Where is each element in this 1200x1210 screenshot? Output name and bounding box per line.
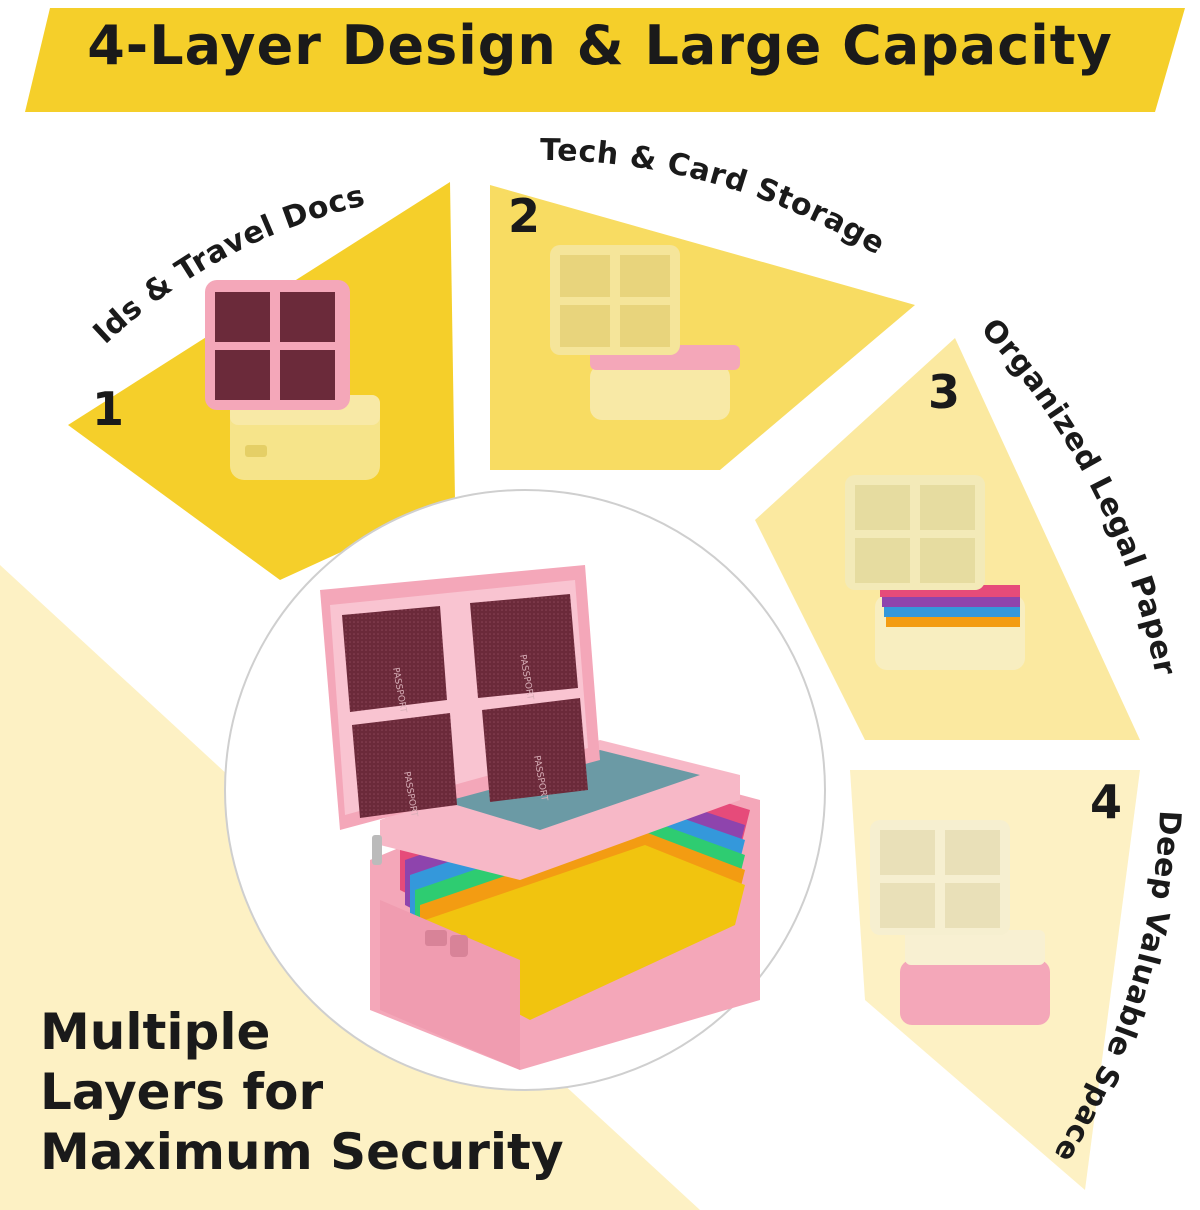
headline: 4-Layer Design & Large Capacity — [87, 14, 1113, 77]
tagline-line-3: Maximum Security — [40, 1123, 564, 1181]
tagline: Multiple Layers for Maximum Security — [40, 1002, 564, 1182]
headline-banner — [25, 8, 1185, 112]
layer-number-2: 2 — [508, 189, 540, 243]
case-thumbnail-2 — [550, 245, 740, 420]
layer-number-4: 4 — [1090, 775, 1122, 829]
case-thumbnail-3 — [845, 475, 1025, 670]
layer-number-1: 1 — [92, 382, 124, 436]
layer-number-3: 3 — [928, 365, 960, 419]
main-case-illustration: PASSPORT PASSPORT PASSPORT PASSPORT — [320, 565, 760, 1070]
case-thumbnail-4 — [870, 820, 1050, 1025]
tagline-line-1: Multiple — [40, 1003, 271, 1061]
tagline-line-2: Layers for — [40, 1063, 324, 1121]
case-thumbnail-1 — [205, 280, 380, 480]
